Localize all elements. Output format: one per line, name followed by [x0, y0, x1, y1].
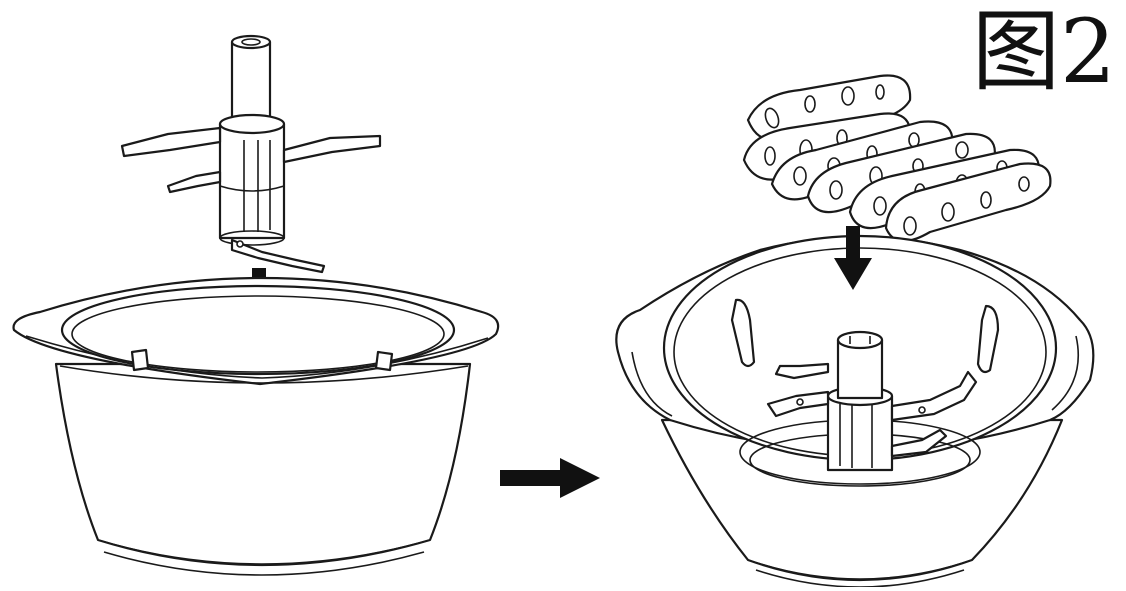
blade-installed — [766, 330, 978, 472]
right-arrow — [500, 458, 600, 498]
food-pieces — [742, 74, 1052, 243]
figure-label: 图2 — [972, 0, 1116, 103]
down-arrow — [834, 226, 872, 290]
blade-assembly — [120, 34, 382, 274]
bowl-left — [12, 276, 500, 576]
